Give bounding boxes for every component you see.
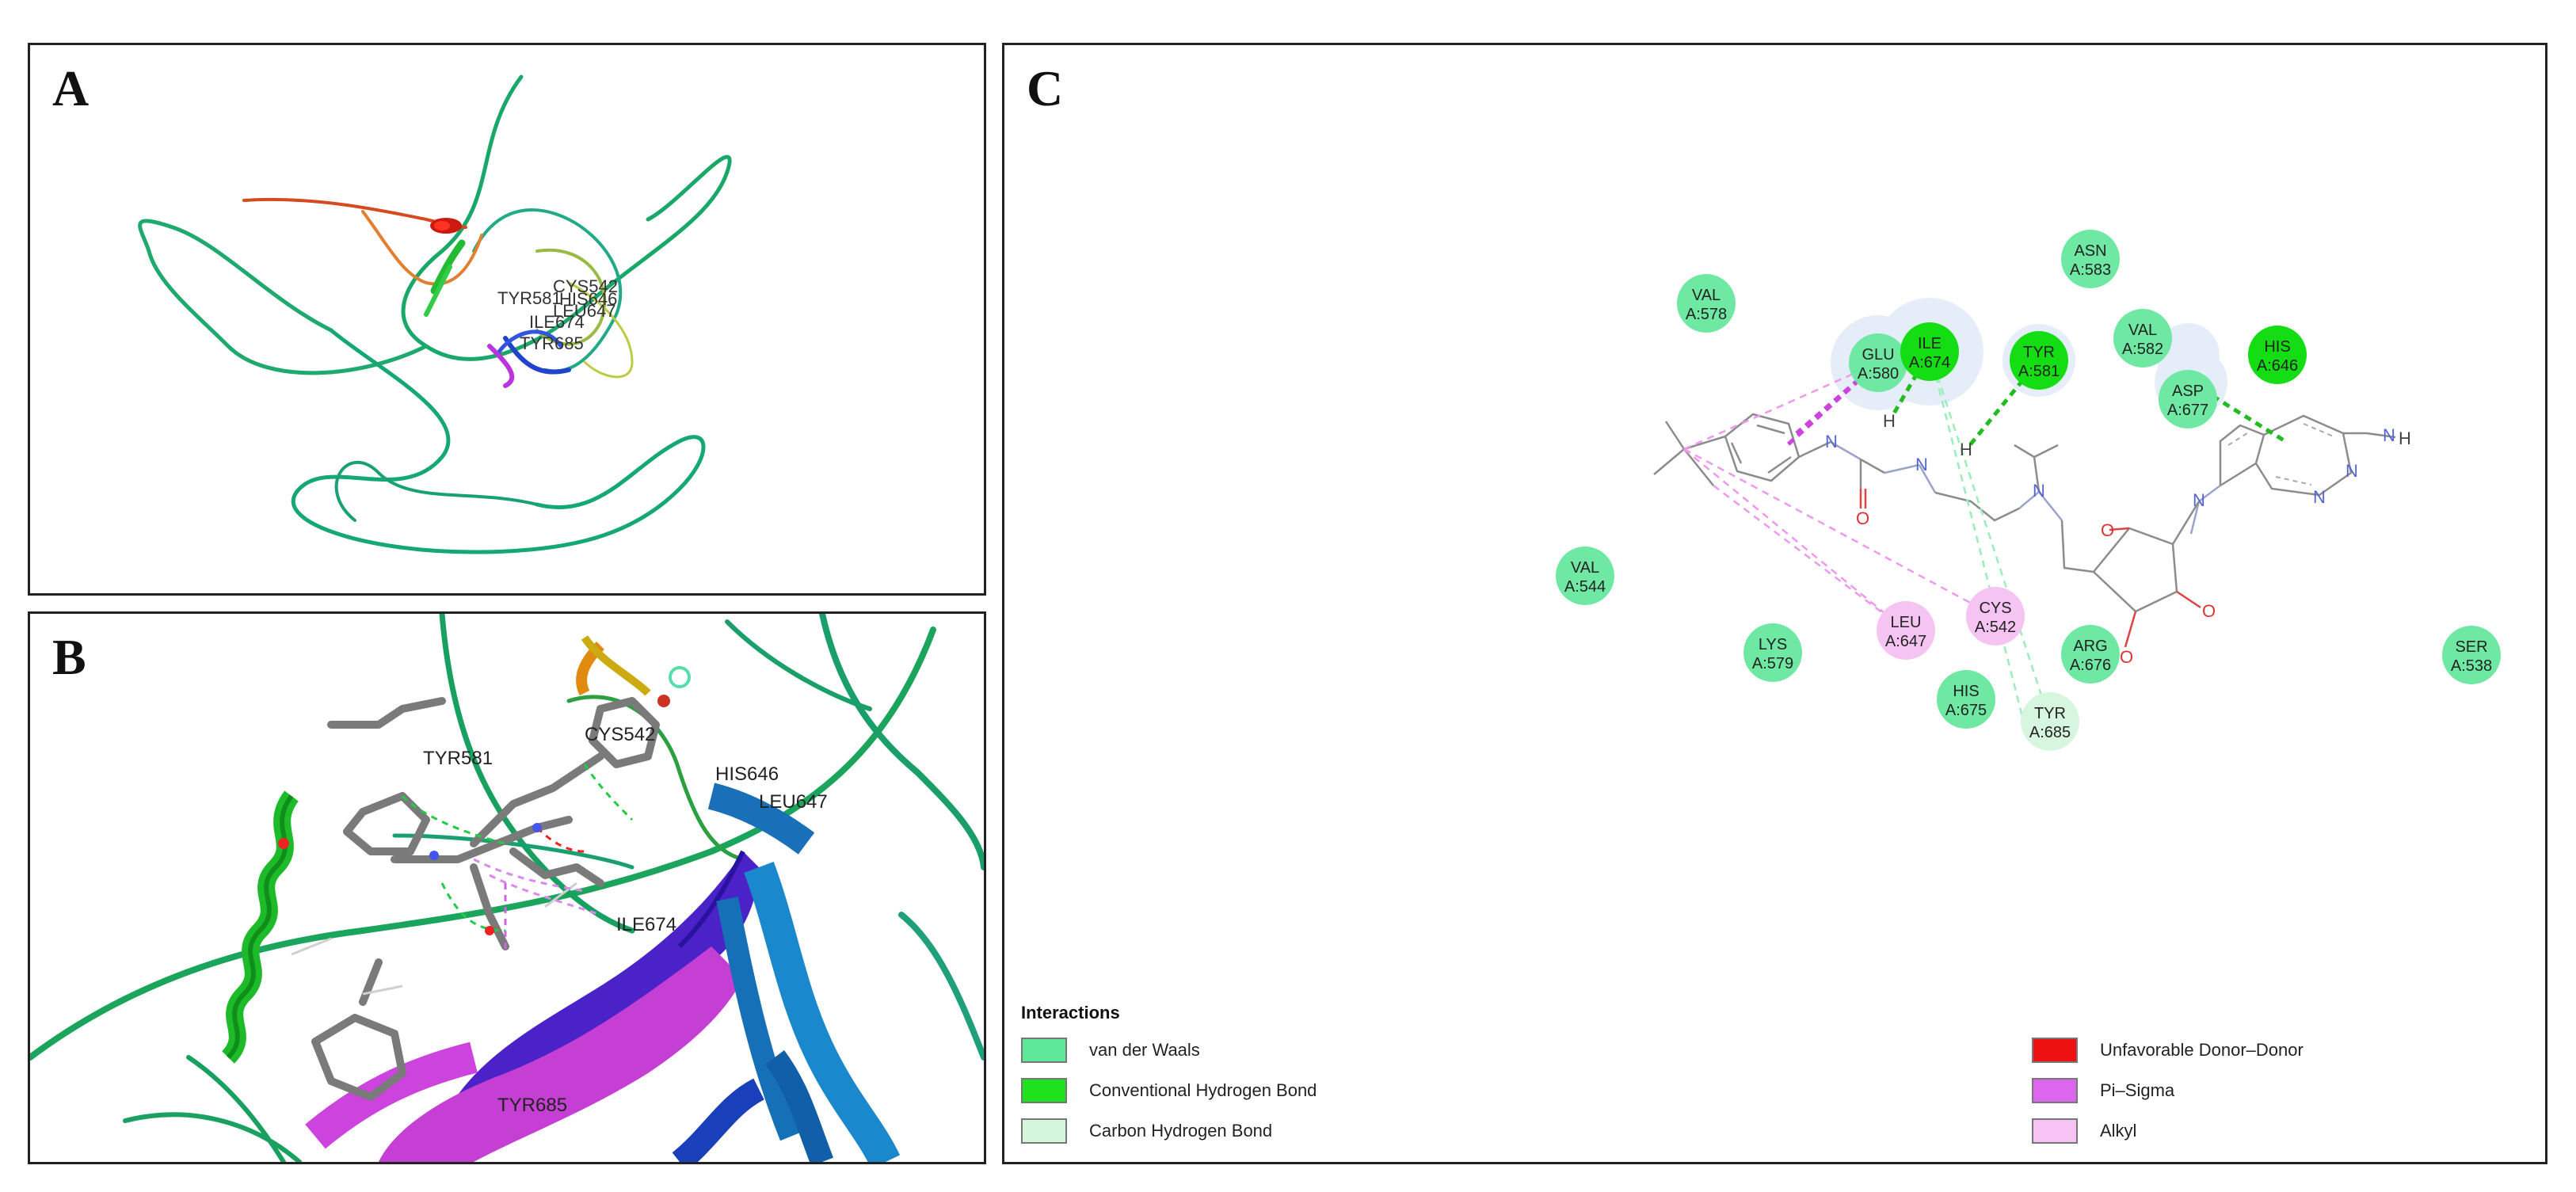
svg-text:GLU: GLU xyxy=(1862,346,1894,364)
panel-a-structure: CYS542 TYR581 HIS646 LEU647 ILE674 TYR68… xyxy=(138,74,732,554)
atom-h-2: H xyxy=(1960,440,1972,459)
svg-text:A:542: A:542 xyxy=(1975,619,2016,636)
svg-text:A:676: A:676 xyxy=(2070,657,2111,674)
svg-text:VAL: VAL xyxy=(1692,287,1721,304)
panel-b-structure: TYR581 CYS542 HIS646 LEU647 ILE674 TYR68… xyxy=(30,614,984,1162)
panel-a-label-his646: HIS646 xyxy=(559,289,617,309)
atom-o-2: O xyxy=(2101,520,2114,540)
panel-b-label-ile674: ILE674 xyxy=(616,914,676,935)
legend-swatch-hbond xyxy=(1021,1078,1067,1103)
svg-text:VAL: VAL xyxy=(1571,559,1599,577)
legend-item-alkyl: Alkyl xyxy=(2032,1118,2136,1144)
residue-arg676: ARG A:676 xyxy=(2061,625,2120,684)
svg-text:A:647: A:647 xyxy=(1885,633,1926,650)
residue-his675: HIS A:675 xyxy=(1937,670,1995,729)
svg-text:A:579: A:579 xyxy=(1752,655,1793,672)
svg-text:ARG: ARG xyxy=(2073,638,2107,655)
panel-a-label-tyr685: TYR685 xyxy=(520,333,584,353)
panel-a-label-ile674: ILE674 xyxy=(529,312,585,332)
svg-text:TYR: TYR xyxy=(2034,705,2066,722)
interaction-diagram: H H H N N N N N N N O O O O VAL A:578 GL… xyxy=(1556,230,2501,751)
residue-val544: VAL A:544 xyxy=(1556,546,1614,605)
residue-his646: HIS A:646 xyxy=(2248,326,2307,384)
panel-b-label-cys542: CYS542 xyxy=(585,724,655,745)
legend-swatch-donor-donor xyxy=(2032,1038,2078,1063)
svg-text:LEU: LEU xyxy=(1891,614,1922,631)
residue-asp677: ASP A:677 xyxy=(2159,370,2217,428)
svg-text:A:544: A:544 xyxy=(1564,578,1606,596)
svg-text:ILE: ILE xyxy=(1918,335,1942,352)
legend-swatch-vdw xyxy=(1021,1038,1067,1063)
svg-text:A:677: A:677 xyxy=(2167,402,2208,419)
residue-asn583: ASN A:583 xyxy=(2061,230,2120,288)
atom-o-3: O xyxy=(2120,647,2133,667)
svg-text:A:583: A:583 xyxy=(2070,261,2111,279)
panel-b-label-leu647: LEU647 xyxy=(759,791,828,813)
panel-c: C xyxy=(1002,43,2547,1164)
svg-text:A:580: A:580 xyxy=(1858,365,1899,383)
svg-text:A:646: A:646 xyxy=(2257,357,2298,375)
legend-title: Interactions xyxy=(1021,1003,1120,1023)
panel-a-label-cys542: CYS542 xyxy=(553,276,618,296)
panel-b-label-his646: HIS646 xyxy=(715,764,779,785)
legend-item-hbond: Conventional Hydrogen Bond xyxy=(1021,1078,1317,1103)
svg-text:HIS: HIS xyxy=(1953,683,1979,700)
panel-b-label-tyr581: TYR581 xyxy=(423,748,493,769)
panel-a-label-tyr581: TYR581 xyxy=(497,288,562,308)
svg-text:A:538: A:538 xyxy=(2451,657,2492,675)
svg-text:A:582: A:582 xyxy=(2122,341,2163,358)
panel-b: B xyxy=(28,611,986,1164)
legend-item-pi-sigma: Pi–Sigma xyxy=(2032,1078,2174,1103)
atom-n-1: N xyxy=(1825,432,1838,451)
residue-tyr685: TYR A:685 xyxy=(2021,692,2079,751)
legend-item-vdw: van der Waals xyxy=(1021,1038,1200,1063)
atom-o-4: O xyxy=(2202,601,2216,621)
svg-text:SER: SER xyxy=(2455,638,2487,656)
atom-h-1: H xyxy=(1883,411,1896,431)
atom-n-4: N xyxy=(2193,490,2205,510)
panel-c-letter: C xyxy=(1027,60,1064,116)
svg-text:ASN: ASN xyxy=(2074,242,2106,260)
residue-tyr581: TYR A:581 xyxy=(2010,331,2068,390)
panel-a-letter: A xyxy=(52,60,90,116)
svg-text:CYS: CYS xyxy=(1979,600,2011,617)
panel-b-letter: B xyxy=(52,629,86,685)
atom-n-5: N xyxy=(2383,425,2395,445)
residue-ser538: SER A:538 xyxy=(2442,626,2501,684)
residue-lys579: LYS A:579 xyxy=(1743,623,1802,682)
svg-text:A:685: A:685 xyxy=(2029,724,2071,741)
atom-n-2: N xyxy=(1915,455,1928,474)
legend-item-donor-donor: Unfavorable Donor–Donor xyxy=(2032,1038,2304,1063)
panel-b-label-tyr685: TYR685 xyxy=(497,1095,567,1116)
residue-val582: VAL A:582 xyxy=(2113,309,2172,368)
residue-cys542: CYS A:542 xyxy=(1966,587,2025,646)
svg-text:TYR: TYR xyxy=(2023,344,2055,361)
svg-text:A:674: A:674 xyxy=(1909,354,1950,371)
atom-o-1: O xyxy=(1856,508,1869,528)
legend-item-chbond: Carbon Hydrogen Bond xyxy=(1021,1118,1272,1144)
svg-text:ASP: ASP xyxy=(2172,383,2204,400)
atom-n-7: N xyxy=(2313,487,2326,507)
svg-text:HIS: HIS xyxy=(2264,338,2290,356)
residue-leu647: LEU A:647 xyxy=(1877,601,1935,660)
panel-a-label-leu647: LEU647 xyxy=(553,301,616,321)
legend-swatch-pi-sigma xyxy=(2032,1078,2078,1103)
atom-n-3: N xyxy=(2033,481,2045,501)
atom-n-6: N xyxy=(2345,461,2358,481)
residue-glu580: GLU A:580 xyxy=(1849,333,1907,392)
legend-swatch-alkyl xyxy=(2032,1118,2078,1144)
atom-h-3: H xyxy=(2399,428,2411,448)
residue-val578: VAL A:578 xyxy=(1677,274,1736,333)
legend-swatch-chbond xyxy=(1021,1118,1067,1144)
svg-text:A:675: A:675 xyxy=(1945,702,1987,719)
svg-text:VAL: VAL xyxy=(2128,322,2157,339)
svg-text:LYS: LYS xyxy=(1759,636,1787,653)
residue-ile674: ILE A:674 xyxy=(1900,322,1959,381)
panel-a: A CYS542 TYR581 HIS646 LEU647 ILE674 T xyxy=(28,43,986,596)
svg-text:A:581: A:581 xyxy=(2018,363,2060,380)
svg-text:A:578: A:578 xyxy=(1686,306,1727,323)
